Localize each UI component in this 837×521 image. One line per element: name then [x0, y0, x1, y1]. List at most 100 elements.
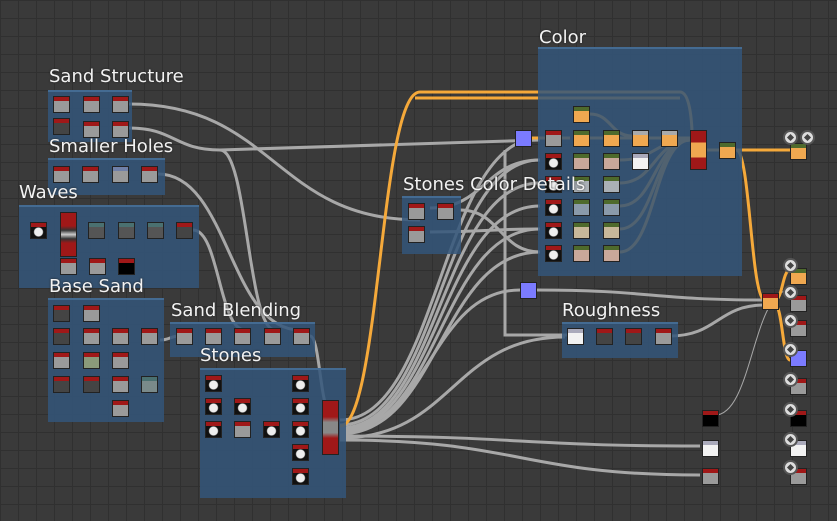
- height-output-icon[interactable]: [783, 285, 798, 300]
- graph-node[interactable]: [83, 305, 100, 322]
- graph-node[interactable]: [603, 245, 620, 262]
- output-icon[interactable]: [783, 432, 798, 447]
- graph-node[interactable]: [83, 376, 100, 393]
- graph-node[interactable]: [515, 130, 532, 147]
- graph-node[interactable]: [545, 130, 562, 147]
- graph-node[interactable]: [790, 143, 807, 160]
- graph-node[interactable]: [205, 398, 222, 415]
- graph-node[interactable]: [292, 444, 309, 461]
- graph-node[interactable]: [573, 199, 590, 216]
- graph-node[interactable]: [545, 199, 562, 216]
- graph-node[interactable]: [702, 440, 719, 457]
- graph-node[interactable]: [790, 268, 807, 285]
- output-icon[interactable]: [783, 460, 798, 475]
- graph-node[interactable]: [112, 121, 129, 138]
- checker-icon[interactable]: [800, 130, 815, 145]
- ao-output-icon[interactable]: [783, 372, 798, 387]
- graph-node[interactable]: [60, 212, 77, 257]
- graph-node[interactable]: [661, 130, 678, 147]
- graph-node[interactable]: [573, 222, 590, 239]
- graph-node[interactable]: [603, 199, 620, 216]
- graph-node[interactable]: [83, 121, 100, 138]
- graph-node[interactable]: [112, 96, 129, 113]
- graph-node[interactable]: [632, 130, 649, 147]
- graph-node[interactable]: [603, 222, 620, 239]
- graph-node[interactable]: [118, 258, 135, 275]
- graph-node[interactable]: [53, 96, 70, 113]
- graph-node[interactable]: [112, 400, 129, 417]
- graph-node[interactable]: [545, 222, 562, 239]
- graph-node[interactable]: [234, 328, 251, 345]
- graph-node[interactable]: [83, 352, 100, 369]
- graph-node[interactable]: [603, 176, 620, 193]
- graph-node[interactable]: [112, 376, 129, 393]
- graph-node[interactable]: [408, 203, 425, 220]
- basecolor-output-icon[interactable]: [783, 130, 798, 145]
- graph-node[interactable]: [292, 375, 309, 392]
- graph-node[interactable]: [234, 398, 251, 415]
- graph-node[interactable]: [205, 421, 222, 438]
- graph-node[interactable]: [632, 153, 649, 170]
- graph-node[interactable]: [292, 421, 309, 438]
- graph-node[interactable]: [596, 328, 613, 345]
- graph-node[interactable]: [603, 130, 620, 147]
- graph-node[interactable]: [112, 352, 129, 369]
- normal-output-icon[interactable]: [783, 258, 798, 273]
- graph-node[interactable]: [263, 421, 280, 438]
- graph-node[interactable]: [655, 328, 672, 345]
- graph-node[interactable]: [118, 222, 135, 239]
- graph-node[interactable]: [762, 293, 779, 310]
- graph-node[interactable]: [322, 400, 339, 455]
- roughness-output-icon[interactable]: [783, 313, 798, 328]
- graph-node[interactable]: [53, 166, 70, 183]
- graph-node[interactable]: [625, 328, 642, 345]
- graph-node[interactable]: [30, 222, 47, 239]
- graph-node[interactable]: [520, 282, 537, 299]
- graph-node[interactable]: [83, 96, 100, 113]
- graph-node[interactable]: [545, 245, 562, 262]
- graph-node[interactable]: [176, 328, 193, 345]
- graph-node[interactable]: [264, 328, 281, 345]
- graph-node[interactable]: [141, 166, 158, 183]
- graph-node[interactable]: [112, 166, 129, 183]
- graph-node[interactable]: [573, 245, 590, 262]
- graph-node[interactable]: [702, 410, 719, 427]
- graph-node[interactable]: [176, 222, 193, 239]
- graph-node[interactable]: [292, 468, 309, 485]
- graph-node[interactable]: [112, 328, 129, 345]
- graph-node[interactable]: [603, 153, 620, 170]
- graph-node[interactable]: [147, 222, 164, 239]
- graph-node[interactable]: [205, 328, 222, 345]
- graph-node[interactable]: [83, 328, 100, 345]
- graph-node[interactable]: [545, 176, 562, 193]
- graph-node[interactable]: [293, 328, 310, 345]
- graph-node[interactable]: [60, 258, 77, 275]
- graph-node[interactable]: [408, 226, 425, 243]
- graph-node[interactable]: [53, 352, 70, 369]
- graph-node[interactable]: [573, 106, 590, 123]
- output-icon[interactable]: [783, 402, 798, 417]
- graph-node[interactable]: [88, 222, 105, 239]
- graph-node[interactable]: [690, 130, 707, 170]
- graph-node[interactable]: [141, 376, 158, 393]
- graph-node[interactable]: [790, 295, 807, 312]
- graph-node[interactable]: [719, 142, 736, 159]
- graph-node[interactable]: [545, 153, 562, 170]
- metallic-output-icon[interactable]: [783, 342, 798, 357]
- graph-node[interactable]: [141, 328, 158, 345]
- graph-node[interactable]: [82, 166, 99, 183]
- graph-node[interactable]: [292, 398, 309, 415]
- graph-node[interactable]: [234, 421, 251, 438]
- graph-node[interactable]: [567, 328, 584, 345]
- graph-node[interactable]: [89, 258, 106, 275]
- graph-node[interactable]: [53, 328, 70, 345]
- graph-node[interactable]: [573, 153, 590, 170]
- graph-node[interactable]: [53, 376, 70, 393]
- graph-node[interactable]: [702, 468, 719, 485]
- graph-node[interactable]: [573, 130, 590, 147]
- graph-node[interactable]: [573, 176, 590, 193]
- graph-node[interactable]: [53, 118, 70, 135]
- graph-node[interactable]: [437, 203, 454, 220]
- graph-node[interactable]: [205, 375, 222, 392]
- frame-waves[interactable]: [19, 205, 199, 288]
